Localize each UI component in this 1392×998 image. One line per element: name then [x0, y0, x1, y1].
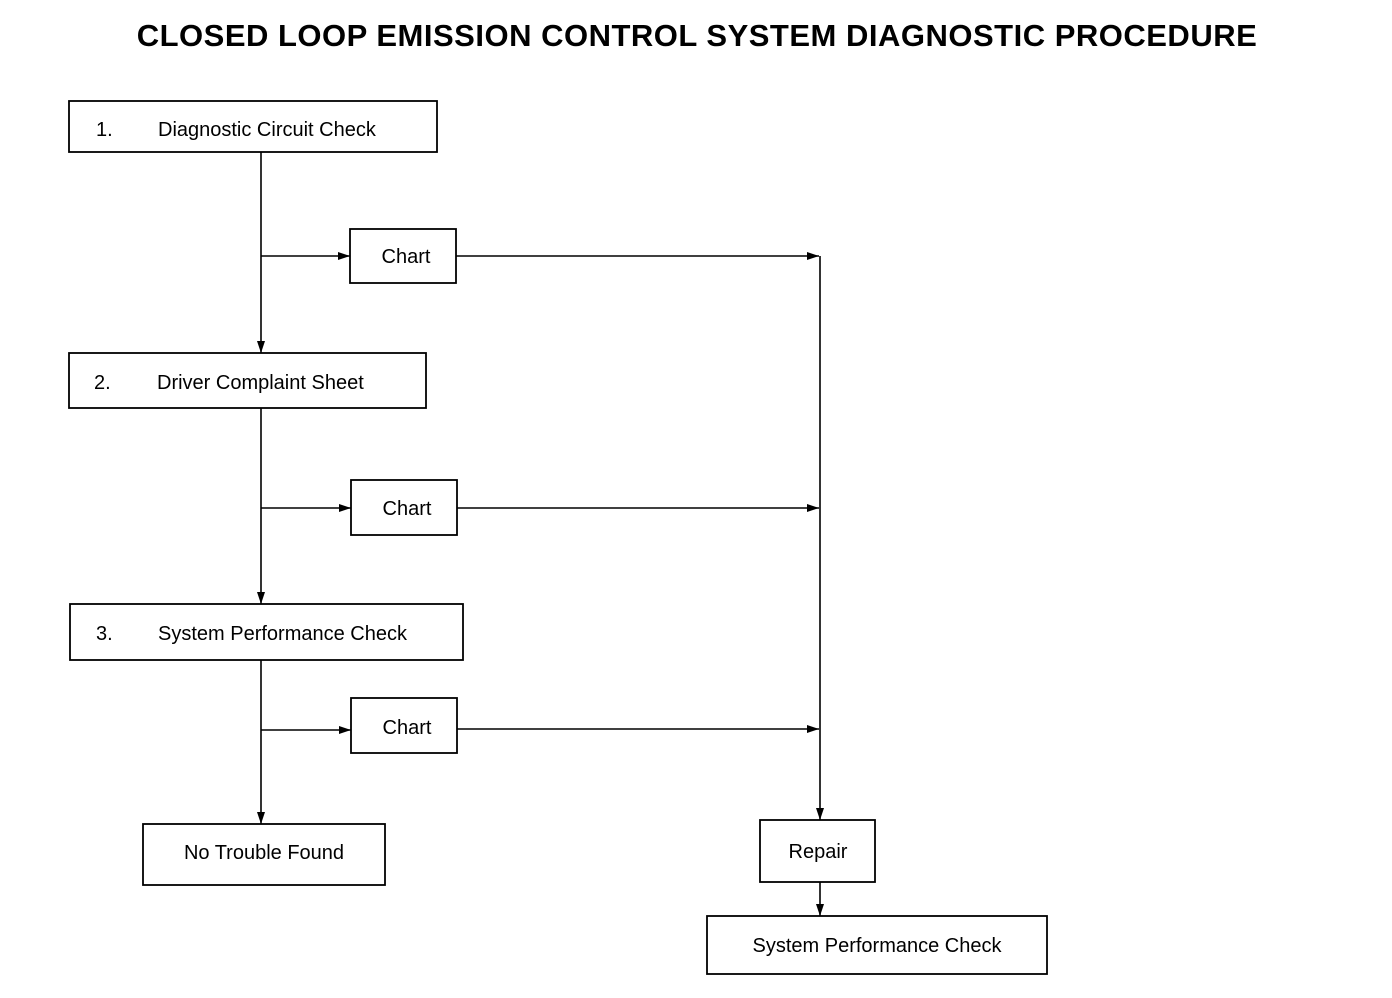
- final-system-performance-check-box: System Performance Check: [706, 915, 1048, 975]
- repair-box: Repair: [759, 819, 876, 883]
- step-2-label: Driver Complaint Sheet: [157, 372, 364, 394]
- chart-3-box: Chart: [350, 697, 458, 754]
- chart-1-label: Chart: [382, 246, 431, 268]
- step-1-number: 1.: [96, 119, 113, 141]
- no-trouble-found-box: No Trouble Found: [142, 823, 386, 886]
- step-3-label: System Performance Check: [158, 623, 408, 645]
- step-3-box: 3. System Performance Check: [69, 603, 464, 661]
- diagram-title: CLOSED LOOP EMISSION CONTROL SYSTEM DIAG…: [137, 18, 1258, 53]
- step-3-number: 3.: [96, 623, 113, 645]
- chart-1-box: Chart: [349, 228, 457, 284]
- no-trouble-found-label: No Trouble Found: [184, 842, 344, 864]
- step-1-box: 1. Diagnostic Circuit Check: [68, 100, 438, 153]
- chart-3-label: Chart: [383, 717, 432, 739]
- chart-2-box: Chart: [350, 479, 458, 536]
- step-2-number: 2.: [94, 372, 111, 394]
- step-2-box: 2. Driver Complaint Sheet: [68, 352, 427, 409]
- step-1-label: Diagnostic Circuit Check: [158, 119, 377, 141]
- chart-2-label: Chart: [383, 498, 432, 520]
- final-system-performance-check-label: System Performance Check: [753, 935, 1003, 957]
- connectors: [257, 152, 824, 916]
- repair-label: Repair: [789, 841, 848, 863]
